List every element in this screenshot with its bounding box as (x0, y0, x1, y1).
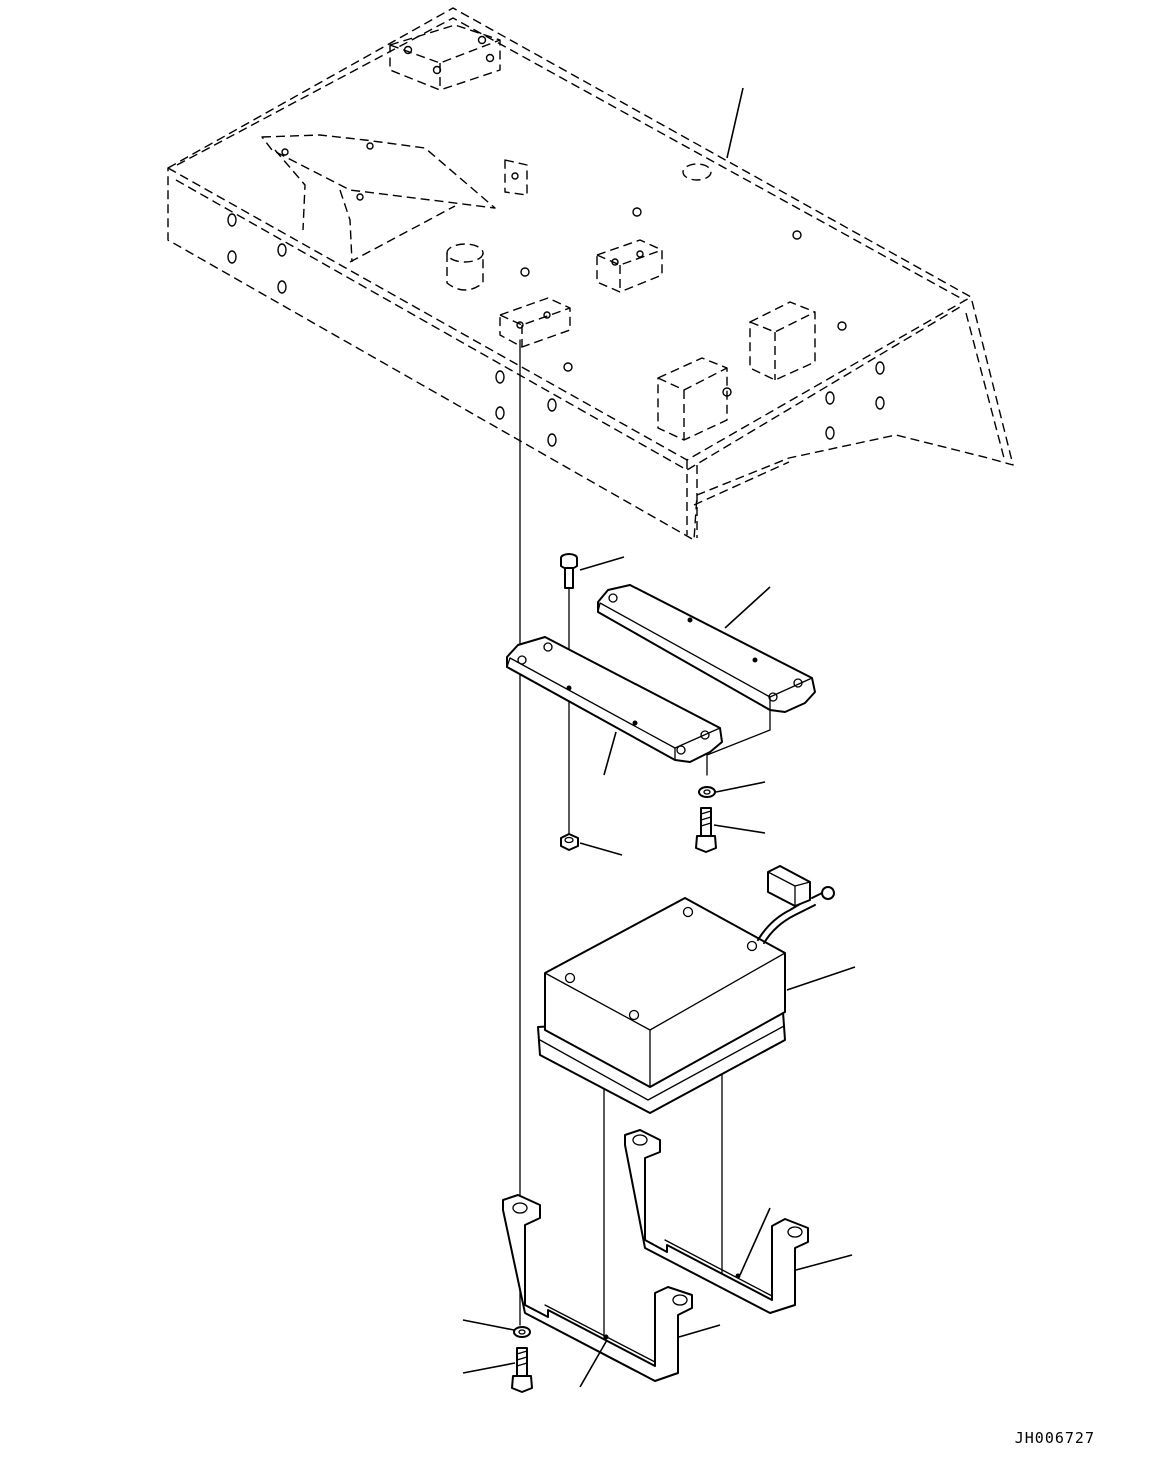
washer-upper (698, 786, 716, 798)
controller-box (537, 865, 835, 1114)
bolt-upper (695, 807, 717, 853)
washer-lower (513, 1326, 531, 1338)
stud-bolt (560, 553, 578, 589)
bolt-lower (511, 1347, 533, 1393)
spacer-plate-rear (597, 584, 816, 713)
drawing-code: JH006727 (1014, 1429, 1095, 1447)
spacer-plate-front (506, 636, 723, 763)
bracket-rear (624, 1129, 809, 1314)
floor-frame (167, 7, 1014, 541)
nut-middle (560, 833, 579, 851)
bracket-front (502, 1194, 693, 1382)
leader-lines (462, 87, 856, 1388)
